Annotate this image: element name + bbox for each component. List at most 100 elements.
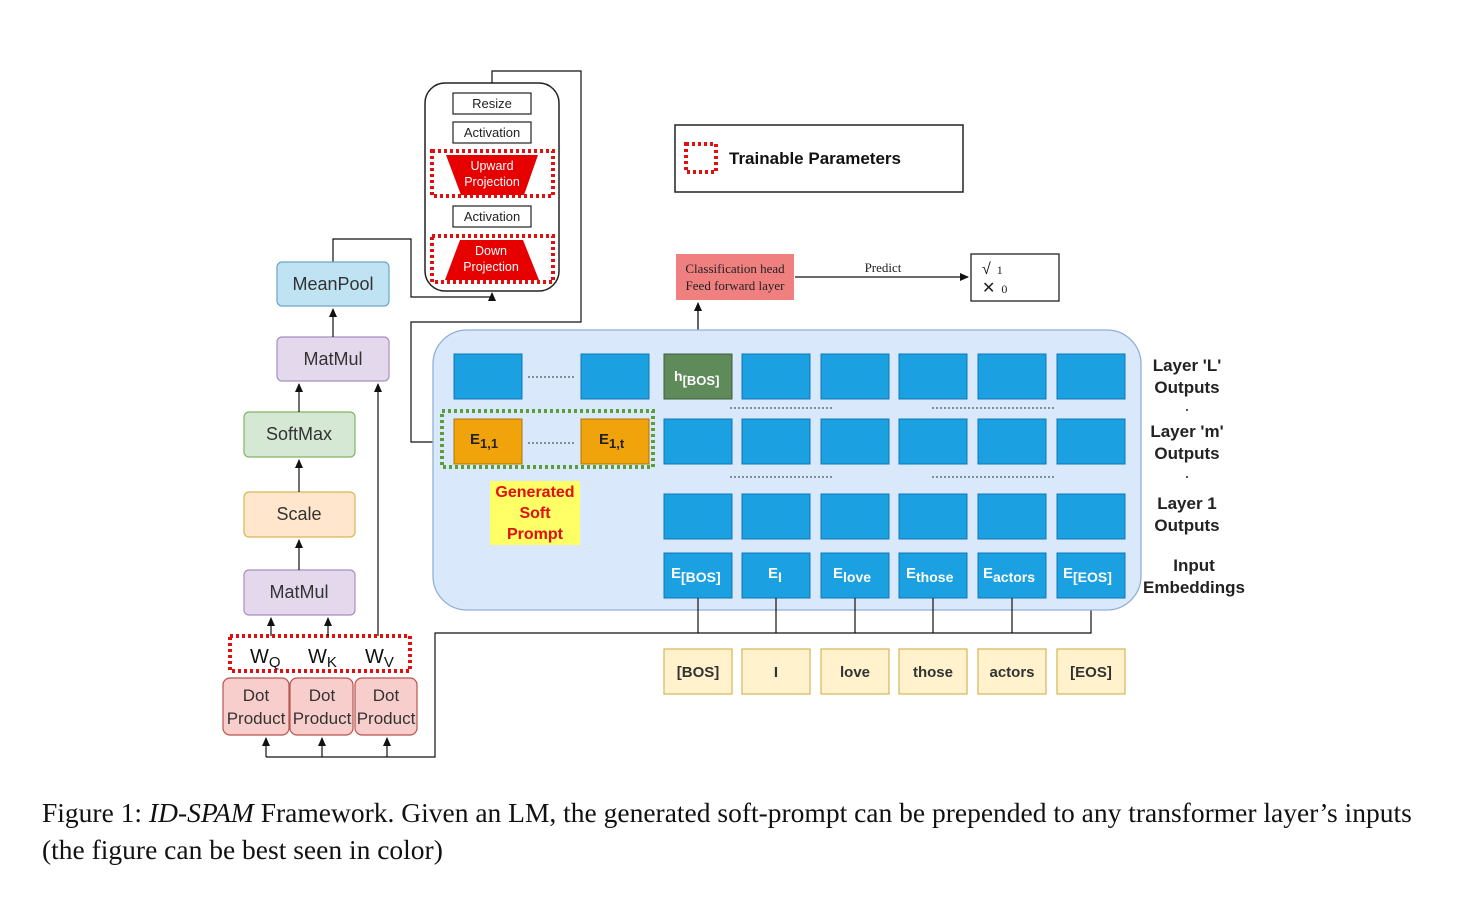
svg-text:Dot: Dot (243, 686, 270, 705)
embedding-box (977, 552, 1047, 599)
embedding-label: E[EOS] (1063, 565, 1112, 585)
layer-m-output (820, 418, 890, 465)
input-token-box (1056, 648, 1126, 695)
input-token-label: those (913, 664, 953, 681)
soft-prompt-trainable (440, 409, 655, 469)
embedding-box (1056, 552, 1126, 599)
generated-soft-prompt-label-bg (490, 481, 580, 545)
svg-text:Dot: Dot (309, 686, 336, 705)
layer-m-output (1056, 418, 1126, 465)
soft-prompt-token-1-label: E1,1 (470, 431, 498, 451)
layer-1-output (741, 493, 811, 540)
embedding-label: Ethose (906, 565, 954, 585)
dot-product-3 (354, 677, 418, 736)
caption-name: ID-SPAM (148, 797, 254, 828)
trainable-swatch (684, 142, 718, 174)
layer-m-output (977, 418, 1047, 465)
layer-1-label: Layer 1 (1157, 494, 1217, 513)
h-bos-label: h[BOS] (674, 368, 719, 388)
figure-caption: Figure 1: ID-SPAM Framework. Given an LM… (42, 794, 1442, 868)
layer-1-output (820, 493, 890, 540)
layer-1-output (898, 493, 968, 540)
input-token-connectors (697, 598, 1013, 633)
down-projection-trainable (430, 234, 555, 284)
resize-box (452, 92, 532, 115)
layer-m-output (741, 418, 811, 465)
input-token-label: love (840, 664, 870, 681)
input-tokens: [BOS] I love those actors [EOS] (663, 648, 1126, 695)
classification-head-box (676, 254, 794, 300)
upward-projection-line1: Upward (470, 159, 513, 173)
svg-text:Outputs: Outputs (1154, 444, 1219, 463)
activation-bottom-label: Activation (464, 209, 520, 224)
weight-q: WQ (250, 646, 281, 671)
meanpool-box (276, 261, 390, 307)
embedding-label: EI (768, 565, 782, 585)
input-token-label: actors (989, 664, 1034, 681)
adapter-block: Resize Activation Upward Projection Acti… (424, 82, 560, 292)
svg-text:Dot: Dot (373, 686, 400, 705)
matmul-top-label: MatMul (303, 349, 362, 369)
activation-top-label: Activation (464, 125, 520, 140)
svg-text:Embeddings: Embeddings (1143, 578, 1245, 597)
upward-projection-shape (446, 155, 538, 195)
layer-1-output (1056, 493, 1126, 540)
layer-l-prompt-1 (453, 353, 523, 400)
softmax-label: SoftMax (266, 424, 332, 444)
upward-projection-trainable (430, 149, 555, 198)
layer-l-output (1056, 353, 1126, 400)
upward-projection-line2: Projection (464, 175, 520, 189)
soft-prompt-token-t (580, 418, 650, 465)
input-token-box (820, 648, 890, 695)
generated-soft-prompt-line1: Generated (495, 484, 574, 501)
layer-1-output (663, 493, 733, 540)
input-token-box (898, 648, 968, 695)
input-token-box (663, 648, 733, 695)
classification-head-line2: Feed forward layer (686, 278, 786, 293)
svg-text:Product: Product (293, 709, 352, 728)
embedding-label: Eactors (983, 565, 1035, 585)
soft-prompt-token-1 (453, 418, 523, 465)
down-projection-line2: Projection (463, 260, 519, 274)
output-positive: √1 (982, 261, 1003, 278)
weight-k: WK (308, 646, 337, 671)
embedding-box (898, 552, 968, 599)
predict-label: Predict (865, 260, 902, 275)
weight-v: WV (365, 646, 394, 671)
activation-top-box (452, 121, 532, 144)
layer-m-output (898, 418, 968, 465)
down-projection-line1: Down (475, 244, 507, 258)
adapter-connectors (332, 70, 582, 446)
input-embeddings-label: Input (1173, 556, 1215, 575)
activation-bottom-box (452, 205, 532, 228)
attention-connectors (262, 308, 1092, 758)
embedding-label: Elove (833, 565, 871, 585)
legend-label: Trainable Parameters (729, 149, 901, 168)
layer-l-output (820, 353, 890, 400)
matmul-bottom-label: MatMul (269, 582, 328, 602)
layer-m-label: Layer 'm' (1150, 422, 1223, 441)
legend: Trainable Parameters (674, 124, 964, 193)
layer-1-output (977, 493, 1047, 540)
h-bos-box (663, 353, 733, 400)
generated-soft-prompt-line3: Prompt (507, 526, 564, 543)
embedding-box (820, 552, 890, 599)
svg-text:Product: Product (357, 709, 416, 728)
prediction-output-box (970, 253, 1060, 302)
embedding-label: E[BOS] (671, 565, 721, 585)
attention-block: MeanPool MatMul SoftMax Scale MatMul WQ … (222, 261, 418, 736)
layer-l-output (741, 353, 811, 400)
layer-l-prompt-t (580, 353, 650, 400)
scale-label: Scale (276, 504, 321, 524)
input-token-label: [BOS] (677, 664, 720, 681)
input-token-box (741, 648, 811, 695)
dot-product-1 (222, 677, 290, 736)
soft-prompt-token-t-label: E1,t (599, 431, 625, 451)
caption-text: Framework. Given an LM, the generated so… (42, 797, 1412, 865)
meanpool-label: MeanPool (292, 274, 373, 294)
output-negative: ✕0 (982, 280, 1007, 297)
weights-trainable (228, 634, 412, 673)
input-token-label: I (774, 664, 778, 681)
down-projection-shape (445, 240, 539, 280)
